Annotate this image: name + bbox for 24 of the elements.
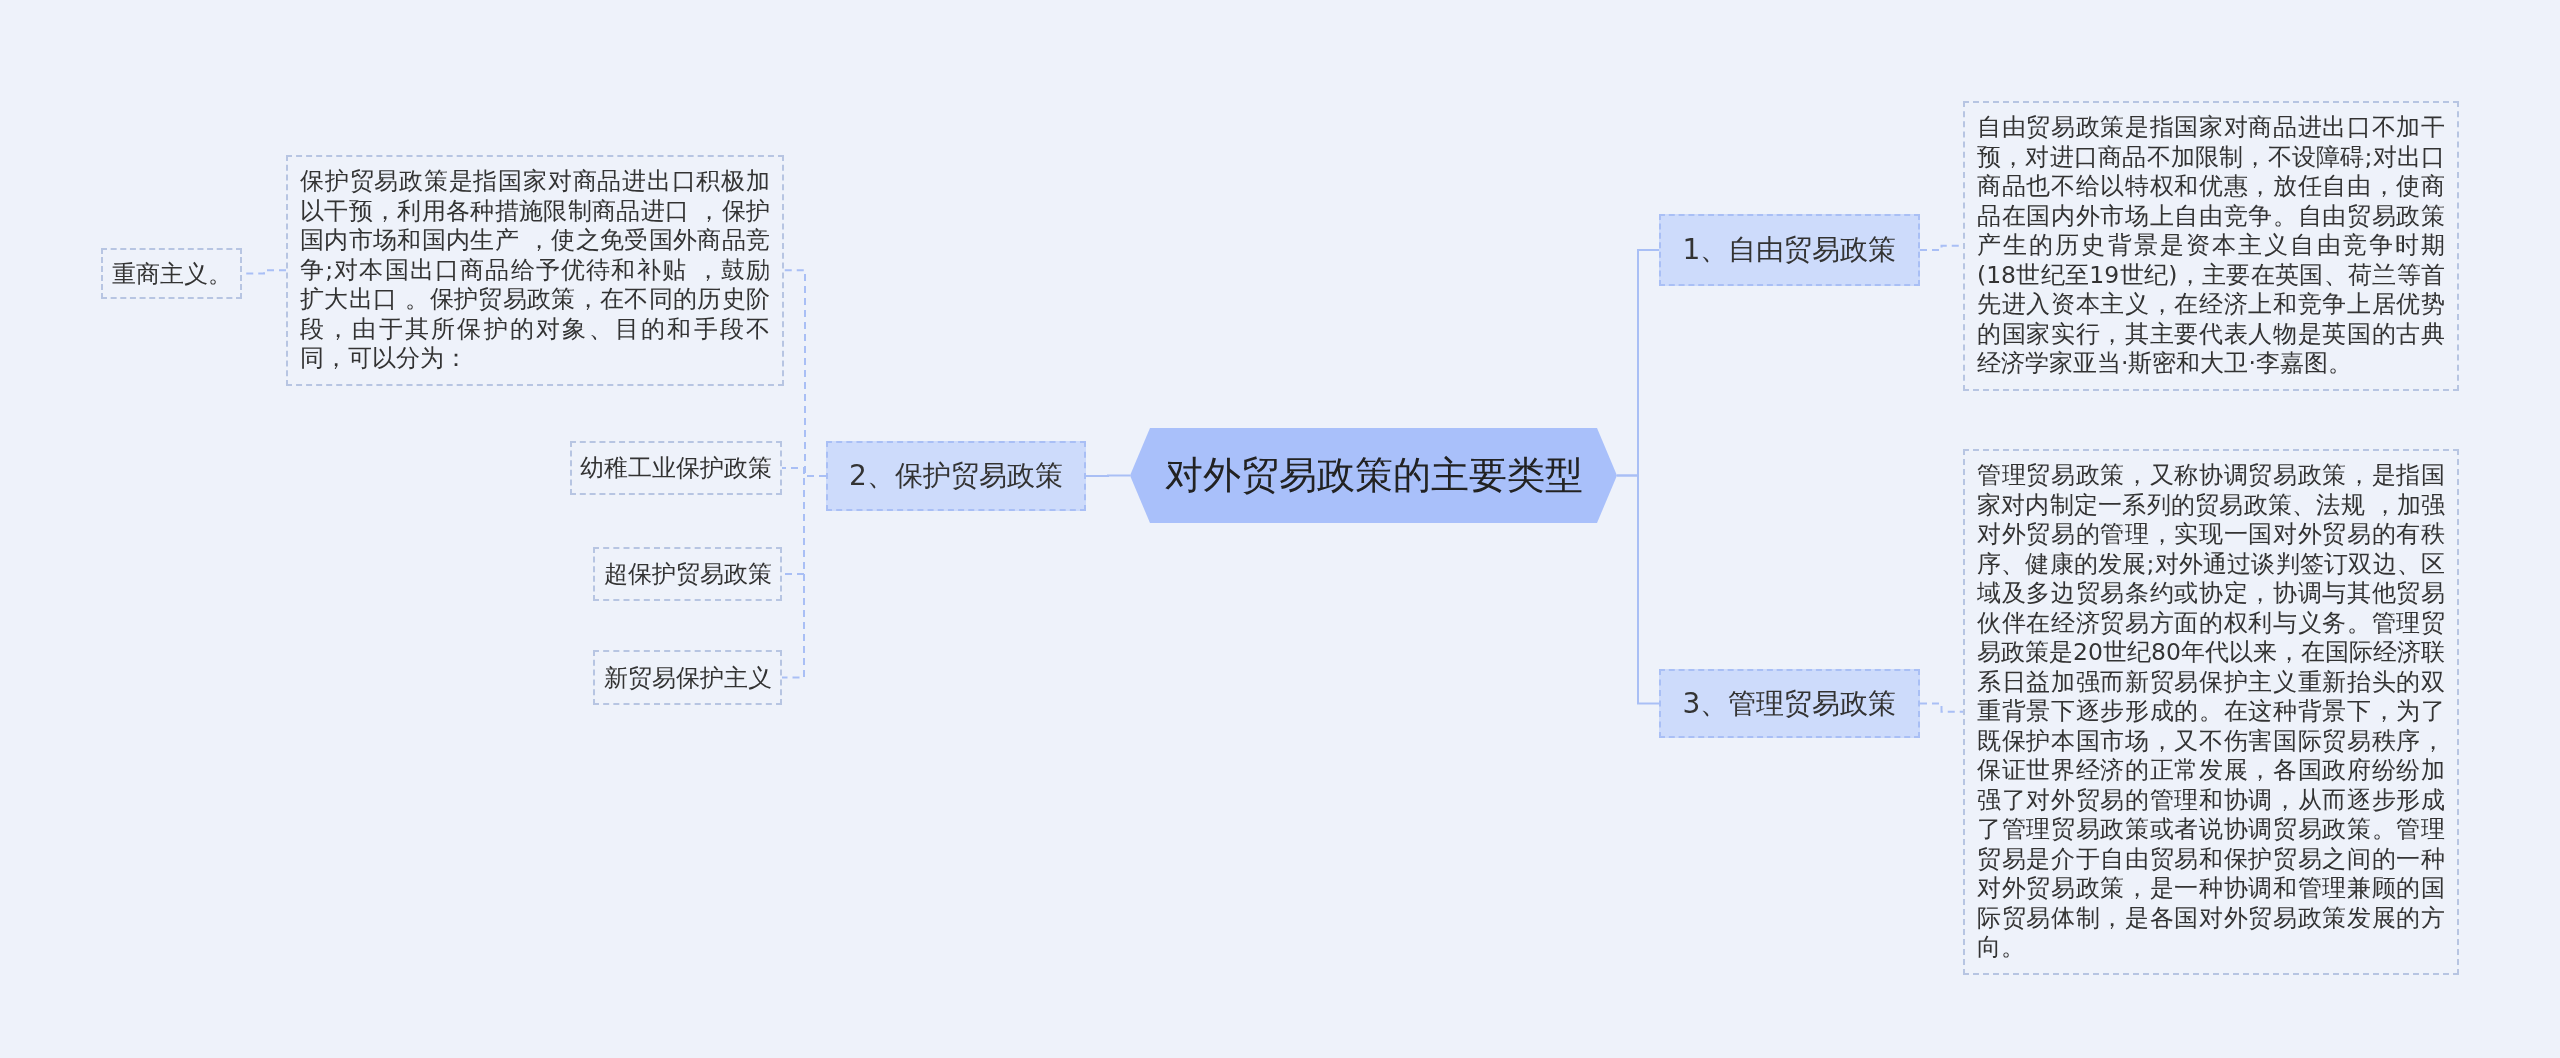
branch-label: 3、管理贸易政策 xyxy=(1682,685,1897,722)
connector-line xyxy=(1616,474,1660,705)
branch-label: 2、保护贸易政策 xyxy=(849,458,1063,494)
branch-box xyxy=(826,441,1086,511)
branch-box xyxy=(1659,214,1920,286)
leaf-label: 重商主义。 xyxy=(111,258,232,290)
topic-title: 对外贸易政策的主要类型 xyxy=(1164,452,1583,499)
branch-label: 1、自由贸易政策 xyxy=(1682,232,1897,268)
leaf-label: 新贸易保护主义 xyxy=(603,662,772,694)
leaf-box xyxy=(593,650,782,705)
leaf-label: 超保护贸易政策 xyxy=(603,559,772,590)
leaf-box xyxy=(593,547,782,601)
note-text: 保护贸易政策是指国家对商品进出口积极加以干预，利用各种措施限制商品进口 ，保护国内市场和国内生产 ，使之免受国外商品竞争;对本国出口商品给予优待和补贴 ，鼓励扩大出口 。保护贸易政策，在不同的历史阶段，由于其所保护的对象、目的和手段不同，可以分为： xyxy=(300,167,770,374)
connector-line xyxy=(1085,474,1131,477)
connector-line xyxy=(781,475,827,679)
leaf-label: 幼稚工业保护政策 xyxy=(580,453,772,484)
note-text: 自由贸易政策是指国家对商品进出口不加干预，对进口商品不加限制，不设障碍;对出口商品也不给以特权和优惠，放任自由，使商品在国内外市场上自由竞争。自由贸易政策产生的历史背景是资本主义自由竞争时期(18世纪至19世纪)，主要在英国、荷兰等首先进入资本主义，在经济上和竞争上居优势的国家实行，其主要代表人物是英国的古典经济学家亚当·斯密和大卫·李嘉图。 xyxy=(1977,113,2445,379)
note-text: 管理贸易政策，又称协调贸易政策，是指国家对内制定一系列的贸易政策、法规 ，加强对外贸易的管理，实现一国对外贸易的有秩序、健康的发展;对外通过谈判签订双边、区域及多边贸易条约或协定，协调与其他贸易伙伴在经济贸易方面的权利与义务。管理贸易政策是20世纪80年代以来，在国际经济联系日益加强而新贸易保护主义重新抬头的双重背景下逐步形成的。在这种背景下，为了既保护本国市场，又不伤害国际贸易秩序，保证世界经济的正常发展，各国政府纷纷加强了对外贸易的管理和协调，从而逐步形成了管理贸易政策或者说协调贸易政策。管理贸易是介于自由贸易和保护贸易之间的一种对外贸易政策，是一种协调和管理兼顾的国际贸易体制，是各国对外贸易政策发展的方向。 xyxy=(1977,461,2445,963)
branch-box xyxy=(1659,669,1920,738)
connector-line xyxy=(1919,702,1964,713)
leaf-box xyxy=(101,248,242,299)
note-box xyxy=(286,155,784,386)
topic-hexagon xyxy=(1130,428,1617,523)
leaf-box xyxy=(570,441,782,495)
